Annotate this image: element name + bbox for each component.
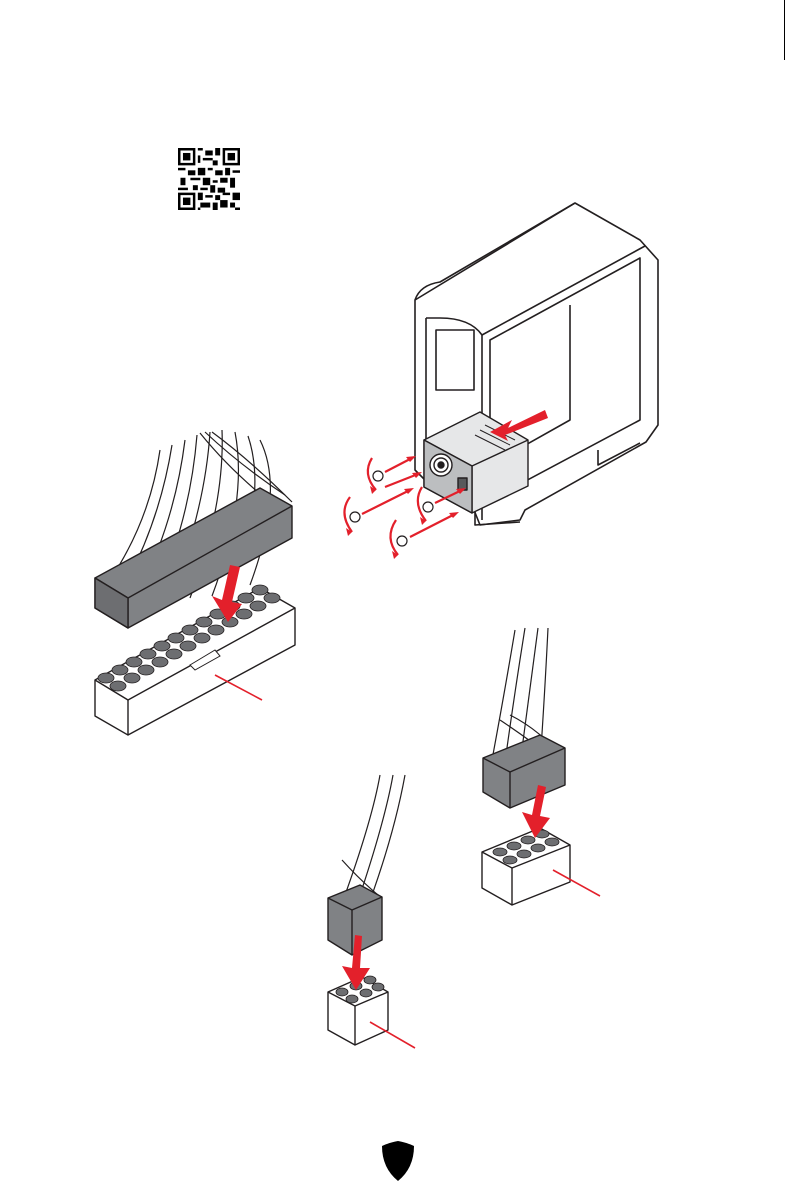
msi-shield-icon	[380, 1140, 416, 1182]
